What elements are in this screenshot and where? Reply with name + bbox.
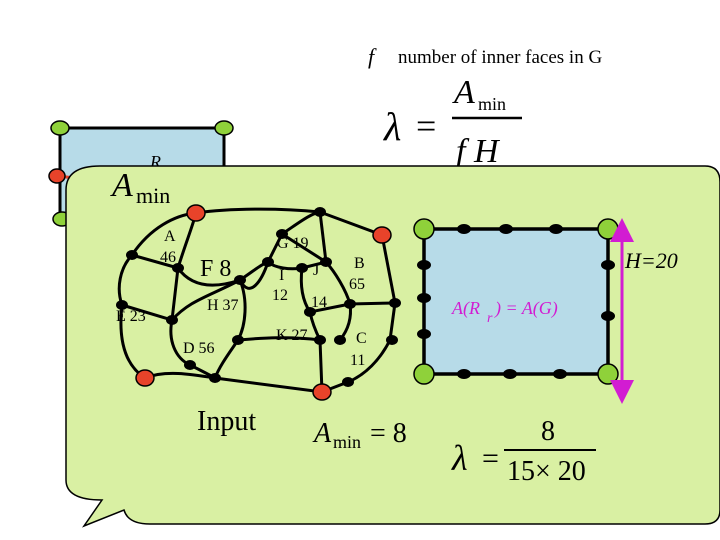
graph-vertex [342, 377, 354, 387]
graph-vertex [209, 373, 221, 383]
face-B-value: 65 [349, 276, 365, 293]
face-I-value: 12 [272, 287, 288, 304]
face-K-label: K 27 [276, 327, 308, 344]
rect-vertex [553, 369, 567, 379]
rect-vertex [503, 369, 517, 379]
result-A: A [312, 418, 332, 449]
face-D-label: D 56 [183, 340, 215, 357]
height-label: H=20 [624, 248, 678, 273]
amin-title-sub: min [136, 183, 170, 208]
red-node [48, 168, 66, 184]
graph-vertex [304, 307, 316, 317]
graph-vertex [166, 315, 178, 325]
corner-node [413, 363, 435, 385]
graph-vertex [344, 299, 356, 309]
area-eq-right: ) = A(G) [494, 298, 558, 319]
graph-nodes [116, 204, 401, 401]
graph-vertex [232, 335, 244, 345]
input-label: Input [197, 406, 256, 437]
corner-node [597, 218, 619, 240]
rect-vertex [601, 311, 615, 321]
rect-vertex [457, 369, 471, 379]
graph-vertex [314, 207, 326, 217]
graph-vertex [334, 335, 346, 345]
rect-nodes [413, 218, 619, 385]
face-H-label: H 37 [207, 297, 239, 314]
face-C-value: 11 [350, 352, 365, 369]
lambda-symbol: λ [383, 104, 401, 149]
fraction-denominator: 15× 20 [507, 456, 586, 487]
graph-vertex [314, 335, 326, 345]
fraction-numerator: 8 [541, 416, 555, 447]
graph-vertex [320, 257, 332, 267]
face-B-label: B [354, 255, 365, 272]
corner-node [214, 120, 234, 136]
equals-sign: = [416, 106, 436, 146]
denominator-fH: f H [456, 133, 501, 170]
f-description: number of inner faces in G [398, 47, 602, 68]
lambda-result-symbol: λ [451, 438, 468, 478]
rect-vertex [549, 224, 563, 234]
rect-vertex [499, 224, 513, 234]
graph-vertex [126, 250, 138, 260]
rect-vertex [417, 293, 431, 303]
face-J-value: 14 [311, 294, 327, 311]
numerator-A: A [452, 74, 475, 111]
face-J-label: J [313, 262, 319, 279]
red-node [372, 226, 392, 244]
face-C-label: C [356, 330, 367, 347]
rect-vertex [417, 329, 431, 339]
result-min: min [333, 432, 361, 452]
face-I-label: I [279, 267, 284, 284]
red-node [312, 383, 332, 401]
rect-vertex [601, 260, 615, 270]
graph-vertex [386, 335, 398, 345]
red-node [186, 204, 206, 222]
graph-vertex [172, 263, 184, 273]
face-G-label: G 19 [277, 235, 309, 252]
graph-vertex [389, 298, 401, 308]
rect-vertex [457, 224, 471, 234]
corner-node [597, 363, 619, 385]
graph-vertex [296, 263, 308, 273]
area-eq-left: A(R [451, 298, 480, 319]
face-F-label: F 8 [200, 256, 231, 282]
graph-vertex [116, 300, 128, 310]
graph-vertex [184, 360, 196, 370]
result-value: = 8 [370, 418, 407, 449]
numerator-min: min [478, 94, 506, 114]
red-node [135, 369, 155, 387]
rect-vertex [417, 260, 431, 270]
face-E-label: E 23 [116, 308, 146, 325]
graph-vertex [234, 275, 246, 285]
corner-node [413, 218, 435, 240]
face-labels: A 46 F 8 G 19 I 12 J 14 B 65 H 37 E 23 D… [116, 228, 367, 369]
face-A-label: A [164, 228, 176, 245]
f-symbol: f [368, 44, 377, 69]
lambda-result-equals: = [482, 442, 499, 475]
graph-vertex [276, 229, 288, 239]
graph-vertex [262, 257, 274, 267]
face-A-value: 46 [160, 249, 176, 266]
area-eq-sub: r [487, 311, 493, 326]
amin-title-A: A [110, 167, 133, 204]
corner-node [50, 120, 70, 136]
